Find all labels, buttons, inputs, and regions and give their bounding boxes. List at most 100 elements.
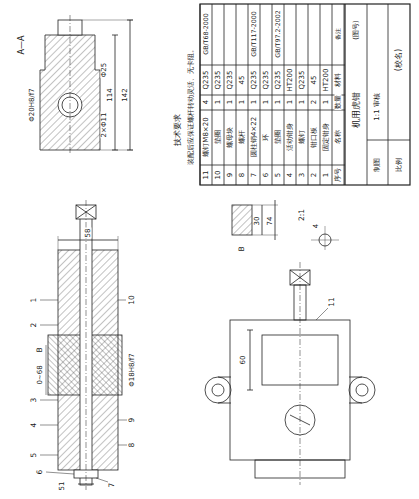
table-cell: Q235 [203,70,210,91]
table-cell: 1 [239,99,246,105]
table-cell: 1 [215,99,222,105]
table-cell: 垫圈 [275,129,282,145]
dimension-text: 4 [313,223,320,229]
table-rule [272,4,273,185]
table-cell: 1 [323,99,330,105]
table-cell: Q235 [263,70,270,91]
scale-label: 2:1 [298,208,306,222]
table-cell: 1 [227,99,234,105]
table-cell: GB/T117-2000 [251,10,257,57]
table-rule [248,4,249,185]
dimension-text: 58 [85,228,92,239]
table-cell: Q235 [299,70,306,91]
table-cell: 11 [203,170,210,181]
table-rule [284,4,285,185]
table-cell: 2 [311,172,318,178]
dimension-text: Φ25 [101,62,108,78]
table-cell: 45 [311,75,318,86]
view-label: B [36,346,44,353]
table-cell: 6 [263,172,270,178]
dimension-text: 51 [59,481,66,492]
title-block-cell: 制图 [374,157,381,173]
callout-number: 3 [30,397,38,404]
table-cell: 螺钉M8×20 [203,116,210,157]
callout-number: 2 [30,322,38,329]
table-rule [344,4,345,185]
table-cell: 螺杆 [239,129,246,145]
table-rule [320,4,321,185]
table-cell: GB/T97.2-2002 [275,9,281,59]
table-cell: 材料 [335,72,342,88]
table-cell: 5 [275,172,282,178]
technical-note: 装配后应保证螺杆转动灵活、无卡阻。 [188,45,195,166]
table-rule [212,4,213,185]
table-rule [200,165,345,166]
table-cell: HT200 [287,68,294,93]
table-cell: 10 [215,170,222,181]
table-rule [260,4,261,185]
dimension-text: 2×Φ11 [101,112,108,139]
drawing-title: 机用虎钳 [352,91,361,129]
callout-number: 8 [128,442,136,449]
dimension-text: Φ20H8/f7 [29,87,36,122]
callout-number: 11 [328,296,336,308]
table-cell: 1 [263,99,270,105]
table-cell: 圆柱销4×22 [251,116,258,158]
table-cell: 数量 [335,94,342,110]
dimension-text: 142 [122,87,129,102]
table-cell: 钳口板 [311,126,318,149]
title-block-cell: 审核 [374,92,381,108]
table-cell: 1 [299,99,306,105]
table-rule [200,65,345,66]
table-cell: 4 [287,172,294,178]
table-cell: 9 [227,172,234,178]
view-label: B [238,245,246,252]
callout-number: 10 [128,294,136,306]
table-rule [332,4,333,185]
notes-heading: 技术要求 [174,113,182,147]
table-cell: 螺钉 [299,129,306,145]
table-cell: 垫圈 [215,129,222,145]
table-cell: 环 [263,133,270,142]
table-rule [200,110,345,111]
table-rule [236,4,237,185]
table-cell: 活动钳身 [287,122,294,152]
table-cell: 备注 [335,27,341,41]
table-cell: HT200 [323,68,330,93]
table-cell: 8 [239,172,246,178]
table-cell: Q235 [251,70,258,91]
callout-number: 6 [36,469,44,476]
table-cell: 7 [251,172,258,178]
table-cell: 固定钳身 [323,122,330,152]
table-cell: 1 [323,172,330,178]
parts-table [200,4,345,185]
table-cell: 1 [275,99,282,105]
callout-number: 5 [30,452,38,459]
callout-number: 4 [30,422,38,429]
table-cell: Q235 [275,70,282,91]
table-cell: 1 [251,99,258,105]
dimension-text: 60 [240,355,247,366]
dimension-text: 74 [267,216,274,227]
table-cell: Q235 [227,70,234,91]
drawing-number: (图号) [353,19,360,40]
callout-number: 7 [108,482,116,489]
table-cell: GB/T68-2000 [203,12,209,55]
dimension-text: 114 [107,87,114,102]
callout-number: 1 [30,297,38,304]
table-cell: 名称 [335,129,342,145]
table-rule [308,4,309,185]
table-rule [296,4,297,185]
dimension-text: 30 [254,216,261,227]
table-cell: 1 [287,99,294,105]
dimension-text: Φ18H8/f7 [129,352,136,387]
title-block-cell: 比例 [396,157,403,173]
section-label: A—A [18,35,26,56]
table-rule [224,4,225,185]
table-cell: 45 [239,75,246,86]
dimension-text: 0~68 [37,364,44,385]
table-cell: 序号 [335,167,342,183]
table-cell: 螺母块 [227,126,234,149]
callout-number: 9 [128,417,136,424]
